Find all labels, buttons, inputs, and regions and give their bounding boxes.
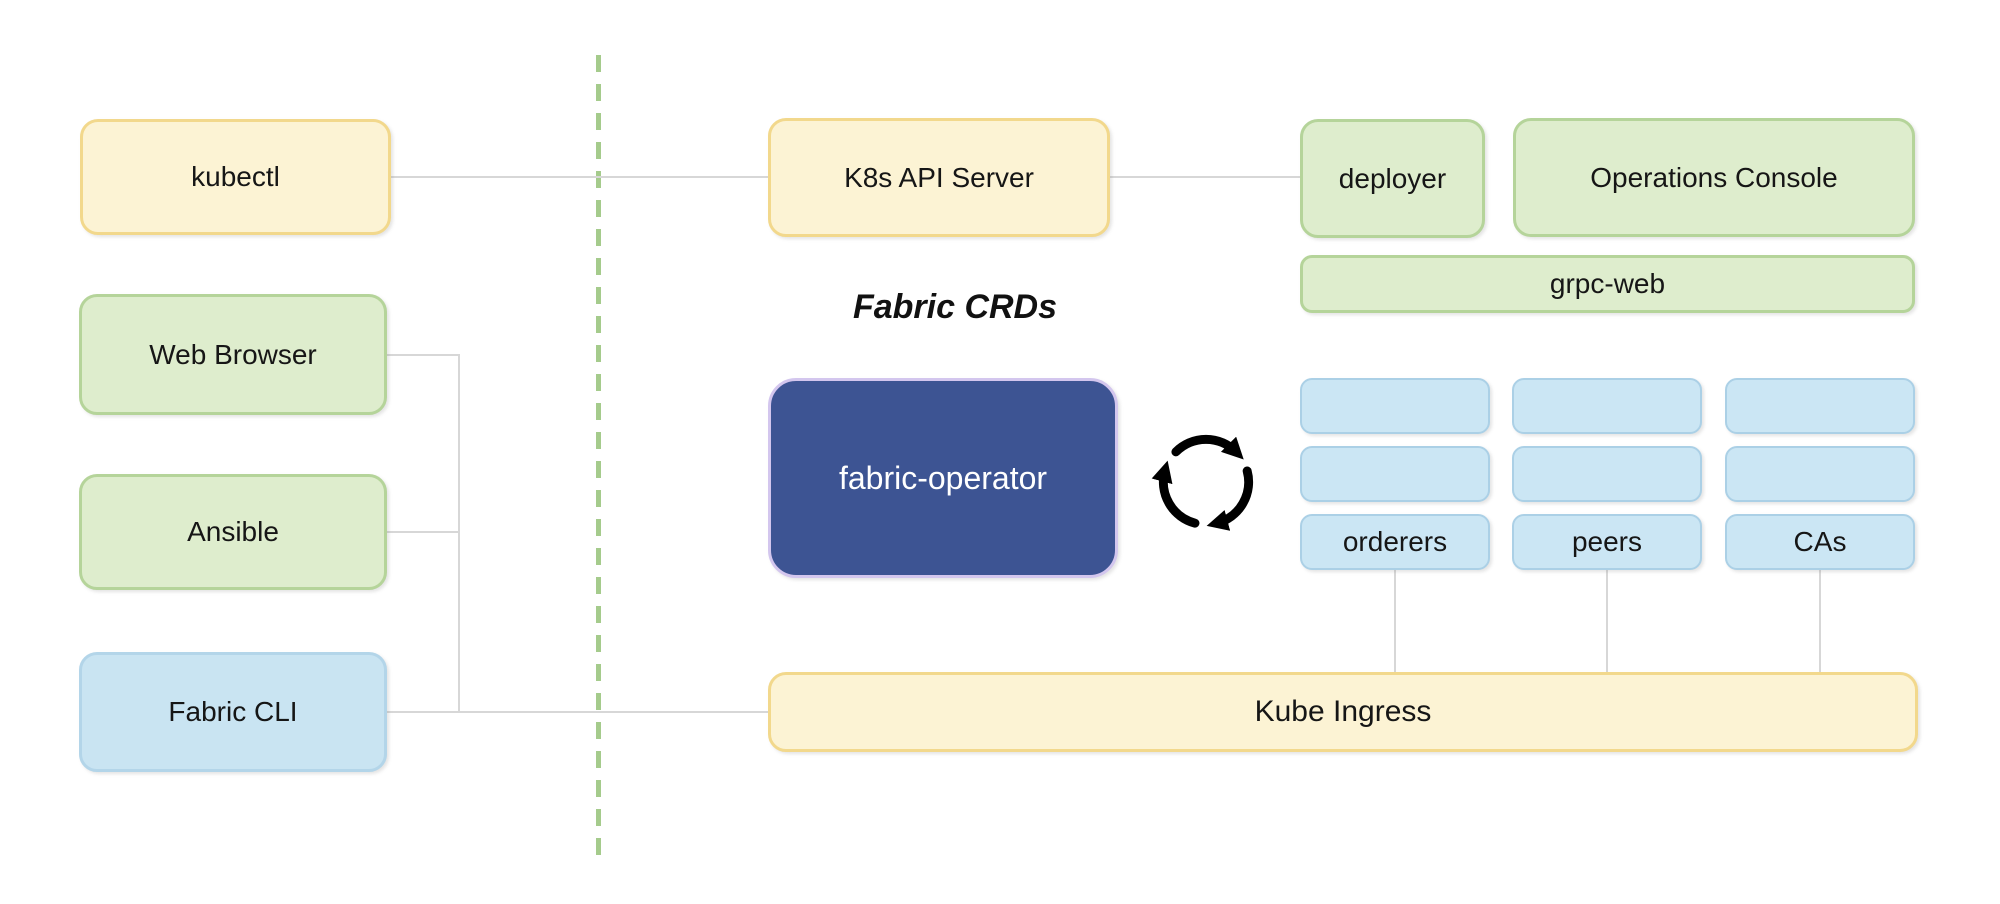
node-deployer-label: deployer (1338, 162, 1447, 194)
node-kubectl: kubectl (80, 119, 391, 235)
fabric-crds-label: Fabric CRDs (852, 288, 1058, 326)
node-peers: peers (1512, 514, 1702, 570)
node-ansible: Ansible (79, 474, 387, 590)
node-grpc-web: grpc-web (1300, 255, 1915, 313)
node-kube-ingress: Kube Ingress (768, 672, 1918, 752)
node-fabric-cli: Fabric CLI (79, 652, 387, 772)
peer-pod-box-1 (1512, 378, 1702, 434)
ca-pod-box-1 (1725, 378, 1915, 434)
node-ansible-label: Ansible (187, 516, 279, 547)
sync-cycle-icon (1150, 426, 1262, 538)
node-web-browser: Web Browser (79, 294, 387, 415)
node-k8s-api-server: K8s API Server (768, 118, 1110, 237)
connector-ansible-stub (387, 531, 459, 533)
node-orderers: orderers (1300, 514, 1490, 570)
connector-cas-ingress (1819, 570, 1821, 672)
node-grpc-web-label: grpc-web (1549, 268, 1666, 299)
connector-webbrowser-stub (387, 354, 459, 356)
connector-apiserver-deployer (1110, 176, 1300, 178)
node-operations-console: Operations Console (1513, 118, 1915, 237)
node-deployer: deployer (1300, 119, 1485, 238)
connector-kubectl-apiserver (391, 176, 768, 178)
connector-peers-ingress (1606, 570, 1608, 672)
node-fabric-operator: fabric-operator (768, 378, 1118, 578)
node-fabric-cli-label: Fabric CLI (168, 696, 298, 727)
node-kubectl-label: kubectl (191, 161, 280, 192)
node-cas-label: CAs (1793, 526, 1847, 557)
connector-left-vertical (458, 354, 460, 713)
connector-cli-ingress (387, 711, 768, 713)
orderer-pod-box-1 (1300, 378, 1490, 434)
node-web-browser-label: Web Browser (149, 338, 317, 370)
peer-pod-box-2 (1512, 446, 1702, 502)
orderer-pod-box-2 (1300, 446, 1490, 502)
node-kube-ingress-label: Kube Ingress (1254, 695, 1432, 728)
node-operations-console-label: Operations Console (1590, 161, 1838, 193)
node-cas: CAs (1725, 514, 1915, 570)
dashed-divider-line (596, 55, 601, 862)
connector-orderers-ingress (1394, 570, 1396, 672)
node-k8s-api-server-label: K8s API Server (844, 161, 1034, 193)
node-peers-label: peers (1571, 526, 1643, 557)
node-fabric-operator-label: fabric-operator (838, 459, 1048, 496)
ca-pod-box-2 (1725, 446, 1915, 502)
node-orderers-label: orderers (1342, 526, 1448, 557)
